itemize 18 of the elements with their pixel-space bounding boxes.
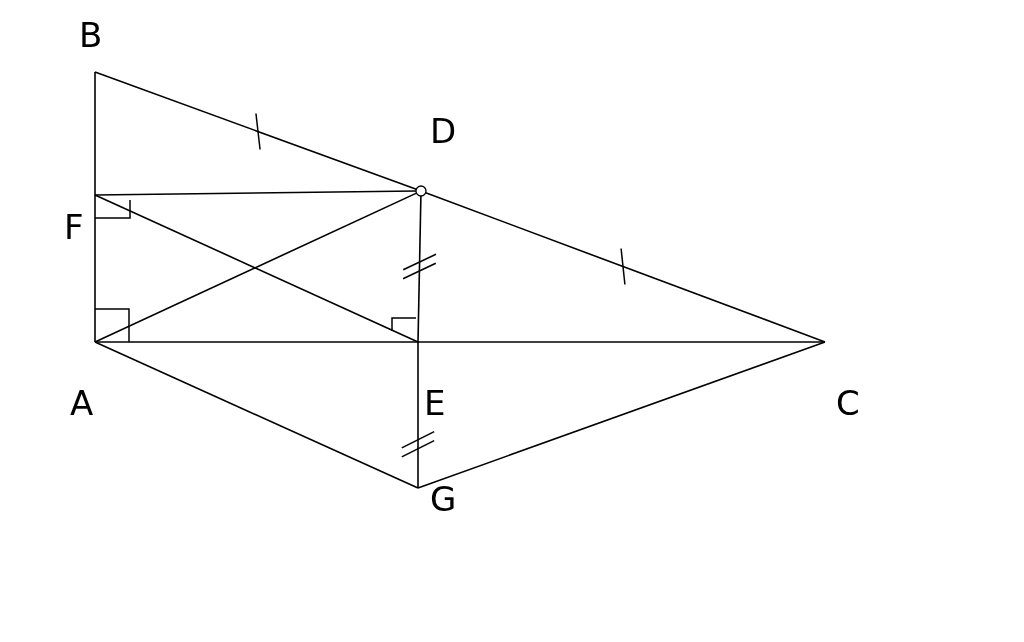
point-label: C (836, 384, 860, 422)
point-label: D (415, 112, 460, 197)
line-segment (417, 341, 826, 343)
line-segment (424, 191, 826, 343)
point-label: E (424, 384, 446, 422)
line-segment (94, 71, 418, 191)
line-segment (94, 341, 419, 343)
line-segment (94, 341, 419, 489)
point-label: A (70, 384, 94, 422)
line-segment (417, 341, 419, 489)
line-segment (94, 194, 96, 343)
line-segment (417, 341, 826, 489)
point-label: G (430, 480, 457, 518)
line-segment (94, 190, 417, 196)
line-segment (417, 195, 422, 343)
point-label: F (64, 208, 84, 246)
point-label: B (79, 16, 103, 54)
line-segment (94, 71, 96, 196)
